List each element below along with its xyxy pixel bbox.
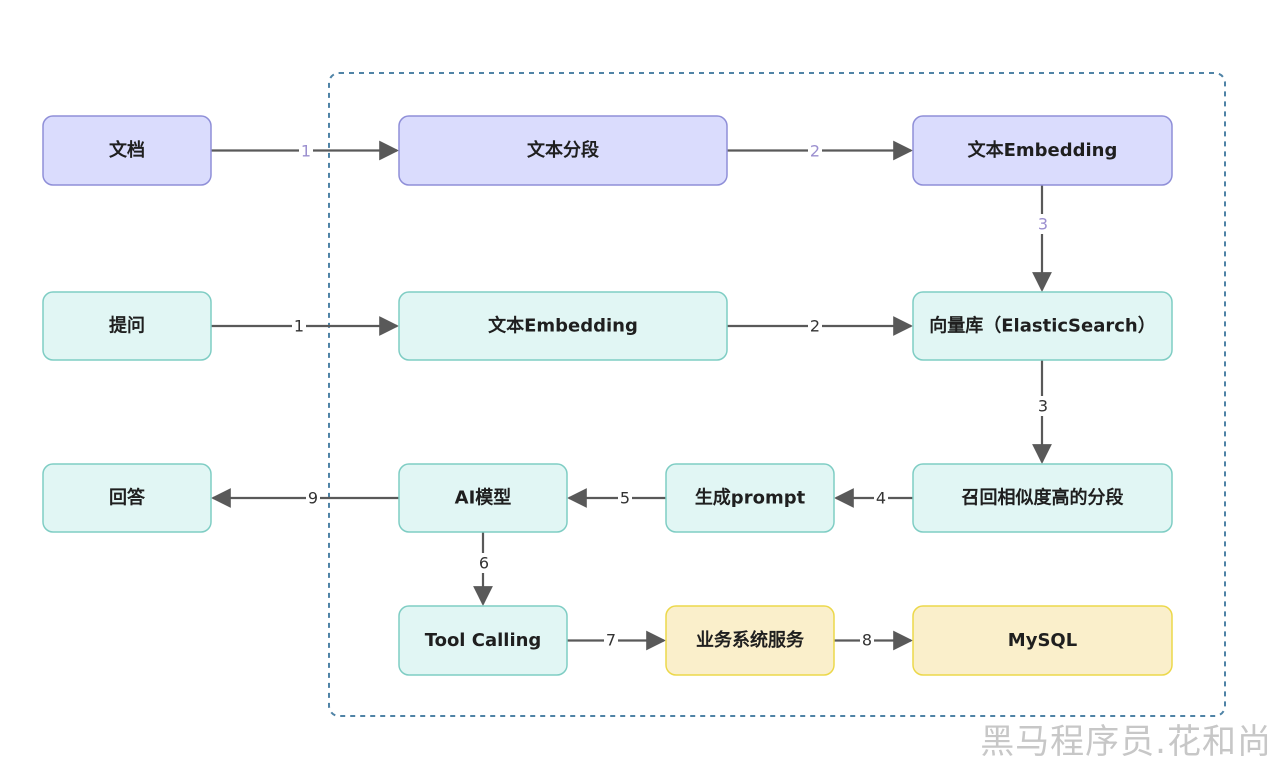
node-ai-box xyxy=(398,463,568,533)
node-biz-label: 业务系统服务 xyxy=(696,629,805,651)
node-tool-box xyxy=(398,605,568,676)
edge-label: 3 xyxy=(1038,397,1048,416)
edge-label: 9 xyxy=(308,489,318,508)
node-emb1-label: 文本Embedding xyxy=(968,139,1118,161)
edge-biz-to-mysql: 8 xyxy=(834,630,913,651)
edge-seg-to-emb1: 2 xyxy=(727,140,913,161)
edge-ai-to-tool: 6 xyxy=(473,532,493,606)
edge-label: 6 xyxy=(479,554,489,573)
edge-label-bg xyxy=(874,488,888,508)
node-ask: 提问 xyxy=(42,291,212,361)
edge-label: 2 xyxy=(810,317,820,336)
edge-label: 2 xyxy=(810,142,820,161)
node-ask-label: 提问 xyxy=(109,315,145,337)
node-prompt-box xyxy=(665,463,835,533)
node-recall-label: 召回相似度高的分段 xyxy=(962,487,1125,509)
edge-label-bg xyxy=(808,141,822,161)
edge-vdb-to-recall: 3 xyxy=(1032,360,1052,464)
edge-label-bg xyxy=(1036,214,1050,234)
edge-label: 1 xyxy=(301,142,311,161)
watermark: 黑马程序员.花和尚 xyxy=(980,722,1272,762)
node-emb2: 文本Embedding xyxy=(398,291,728,361)
node-seg: 文本分段 xyxy=(398,115,728,186)
edge-label-bg xyxy=(1036,396,1050,416)
edge-label: 3 xyxy=(1038,215,1048,234)
node-doc: 文档 xyxy=(42,115,212,186)
node-recall: 召回相似度高的分段 xyxy=(912,463,1173,533)
node-doc-box xyxy=(42,115,212,186)
node-mysql: MySQL xyxy=(912,605,1173,676)
edge-label-bg xyxy=(292,316,306,336)
edge-label: 1 xyxy=(294,317,304,336)
node-emb2-label: 文本Embedding xyxy=(488,315,638,337)
edge-emb1-to-vdb: 3 xyxy=(1032,185,1052,292)
node-vdb-box xyxy=(912,291,1173,361)
node-prompt-label: 生成prompt xyxy=(695,487,806,509)
node-vdb: 向量库（ElasticSearch） xyxy=(912,291,1173,361)
edge-label-bg xyxy=(860,630,874,650)
edge-recall-to-prompt: 4 xyxy=(834,488,913,508)
edge-ask-to-emb2: 1 xyxy=(211,316,399,336)
node-ask-box xyxy=(42,291,212,361)
edge-emb2-to-vdb: 2 xyxy=(727,316,913,336)
node-mysql-box xyxy=(912,605,1173,676)
node-emb1: 文本Embedding xyxy=(912,115,1173,186)
node-prompt: 生成prompt xyxy=(665,463,835,533)
node-mysql-label: MySQL xyxy=(1008,630,1077,651)
node-emb1-box xyxy=(912,115,1173,186)
edge-label-bg xyxy=(299,141,313,161)
node-ans-label: 回答 xyxy=(109,487,146,509)
node-ai-label: AI模型 xyxy=(455,487,512,509)
node-ai: AI模型 xyxy=(398,463,568,533)
edge-label: 7 xyxy=(606,631,616,650)
edge-label-bg xyxy=(306,488,320,508)
node-tool: Tool Calling xyxy=(398,605,568,676)
edge-tool-to-biz: 7 xyxy=(567,630,666,651)
edges-layer: 1 2 3 1 2 3 4 5 6 7 8 9 xyxy=(211,140,1052,651)
node-seg-box xyxy=(398,115,728,186)
node-biz: 业务系统服务 xyxy=(665,605,835,676)
node-ans-box xyxy=(42,463,212,533)
node-tool-label: Tool Calling xyxy=(425,630,542,651)
node-emb2-box xyxy=(398,291,728,361)
edge-label: 8 xyxy=(862,631,872,650)
edge-label-bg xyxy=(477,553,491,573)
node-recall-box xyxy=(912,463,1173,533)
edge-label-bg xyxy=(604,630,618,650)
edge-doc-to-seg: 1 xyxy=(211,140,399,161)
edge-label: 5 xyxy=(620,489,630,508)
node-biz-box xyxy=(665,605,835,676)
system-boundary-group xyxy=(328,72,1226,717)
edge-label-bg xyxy=(618,488,632,508)
node-doc-label: 文档 xyxy=(109,139,145,161)
edge-ai-to-ans: 9 xyxy=(211,488,399,508)
edge-label-bg xyxy=(808,316,822,336)
node-vdb-label: 向量库（ElasticSearch） xyxy=(929,315,1155,337)
node-seg-label: 文本分段 xyxy=(527,139,600,161)
edge-label: 4 xyxy=(876,489,886,508)
edge-prompt-to-ai: 5 xyxy=(567,488,666,508)
node-ans: 回答 xyxy=(42,463,212,533)
